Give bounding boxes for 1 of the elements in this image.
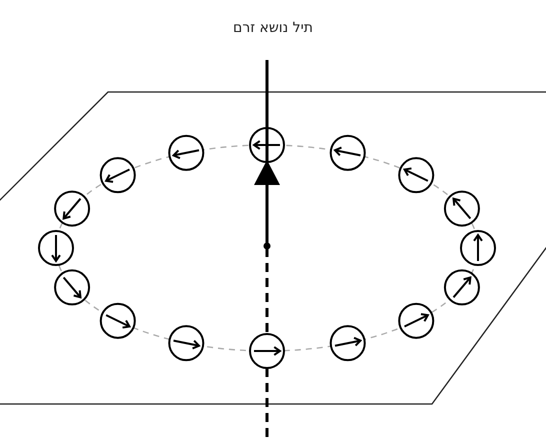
wire-label: תיל נושא זרם [233,20,313,36]
